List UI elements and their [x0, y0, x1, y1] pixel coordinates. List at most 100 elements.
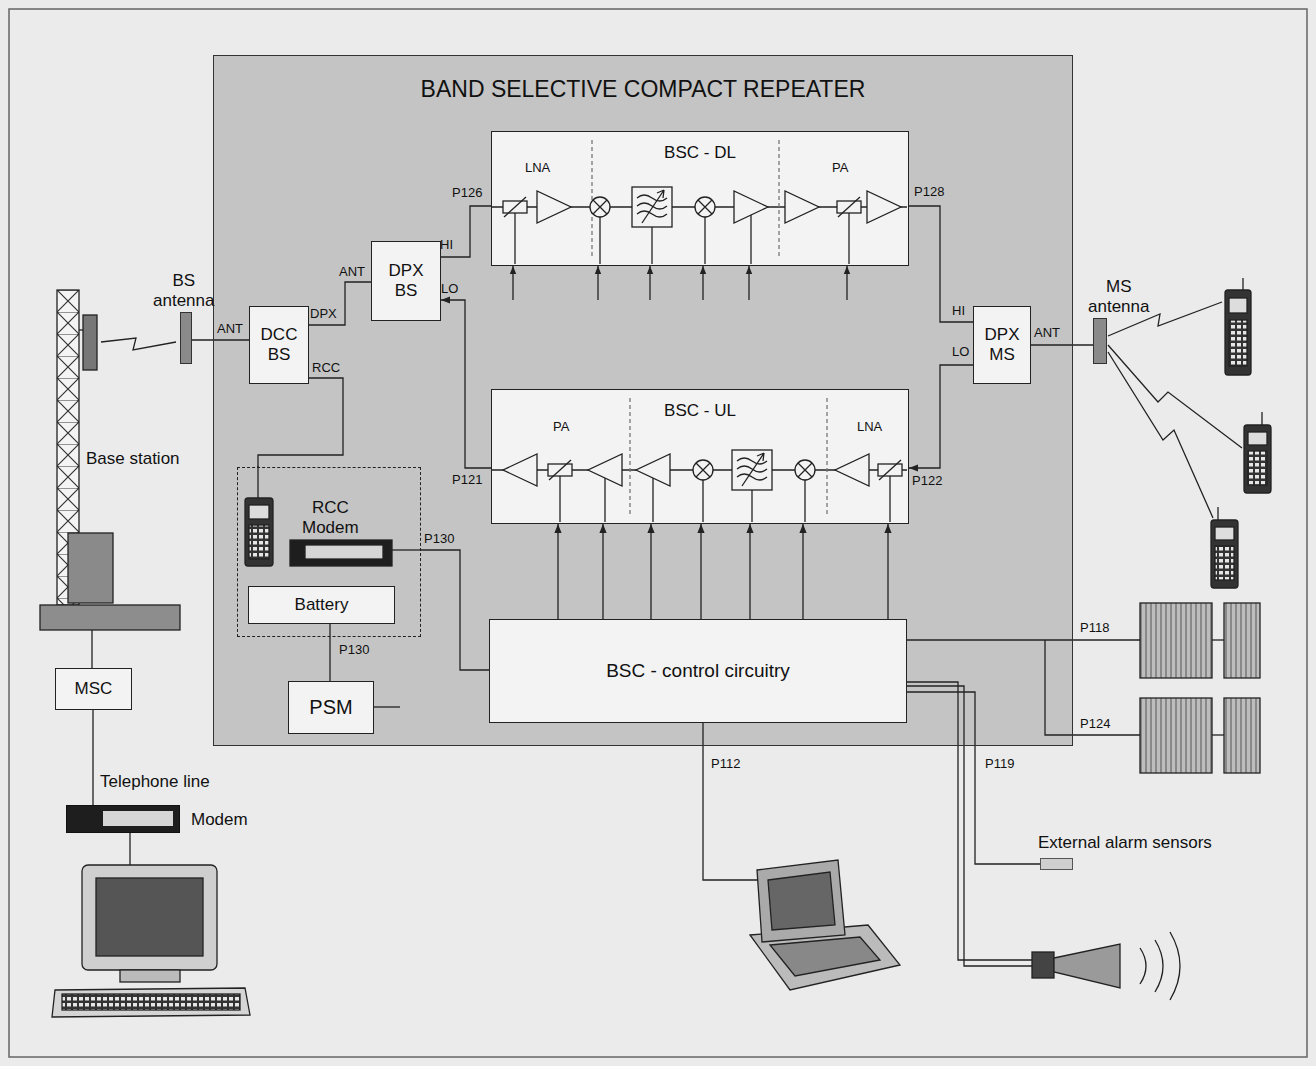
connector: [650, 524, 651, 619]
mobile-phones: [1108, 278, 1271, 588]
extension-racks: [1212, 639, 1224, 640]
port-number: P122: [912, 474, 942, 489]
alarm-horn: [906, 686, 1032, 966]
module-title: BSC - DL: [664, 143, 736, 163]
modem: Modem: [66, 805, 180, 833]
mobile-phones: [1217, 507, 1218, 520]
extension-racks: [906, 639, 1140, 640]
circuit-symbol: [698, 200, 712, 214]
text-label: LO: [952, 345, 969, 360]
port-number: P128: [914, 185, 944, 200]
circuit-symbol: [503, 454, 537, 486]
circuit-symbol: [559, 470, 560, 522]
port-number: P119: [985, 757, 1014, 772]
box-label: External alarm sensors: [1038, 833, 1212, 853]
connector: [441, 206, 491, 257]
mobile-phones: [1215, 527, 1234, 540]
circuit-symbol: [591, 140, 592, 256]
connector: [92, 710, 93, 805]
base-station-tower: [40, 290, 180, 668]
computer: [52, 988, 250, 1017]
extension-racks: [906, 603, 1260, 773]
mobile-phones: [1225, 290, 1251, 375]
text-label: RCC: [312, 361, 340, 376]
port-number: P124: [1080, 717, 1110, 732]
circuit-symbol: [549, 460, 571, 480]
circuit-symbol: [695, 197, 715, 217]
housing-title: BAND SELECTIVE COMPACT REPEATER: [421, 76, 866, 102]
connector: [907, 692, 1040, 864]
page-frame: [9, 9, 1307, 1057]
alarm-horn: [906, 682, 1032, 960]
power-supply-box: PSM: [288, 681, 374, 734]
mobile-phones: [1248, 432, 1267, 445]
circuit-symbol: [835, 454, 869, 486]
circuit-symbol: [629, 398, 630, 514]
box-label: Battery: [295, 595, 349, 615]
circuit-symbol: [737, 458, 767, 464]
mobile-phones: [1244, 425, 1271, 493]
circuit-symbol: [693, 460, 713, 480]
rcc-modem-icons: [249, 525, 269, 559]
base-station-tower: [40, 605, 180, 630]
computer: [96, 878, 203, 956]
circuit-symbol: [514, 207, 515, 264]
mobile-phones: [1215, 546, 1234, 580]
downlink-control-arrows: [748, 266, 749, 300]
rcc-modem-icons: [305, 545, 383, 559]
laptop: [768, 872, 835, 930]
connector: [421, 550, 489, 670]
extension-racks: [1140, 698, 1212, 773]
downlink-control-arrows: [702, 266, 703, 300]
circuit-symbol: [732, 450, 772, 490]
text-label: HI: [952, 304, 965, 319]
connector: [258, 378, 343, 467]
downlink-control-arrows: [597, 266, 598, 300]
port-number: P130: [424, 532, 454, 547]
rcc-modem-icons: [392, 549, 420, 550]
circuit-symbol: [632, 187, 672, 227]
text-label: ANT: [339, 265, 365, 280]
downlink-module: BSC - DL: [491, 131, 909, 266]
computer: [120, 970, 180, 982]
box-label: MS antenna: [1088, 277, 1149, 316]
circuit-symbol: [879, 460, 901, 480]
circuit-symbol: [593, 200, 607, 214]
rcc-modem-area: RCC ModemBattery: [237, 467, 421, 637]
circuit-symbol: [798, 463, 812, 477]
box-label: PSM: [309, 696, 352, 719]
alarm-sensor: External alarm sensors: [1040, 858, 1073, 870]
duplexer-box: DPX BS: [371, 241, 441, 321]
circuit-symbol: [742, 453, 764, 486]
circuit-symbol: [734, 191, 768, 223]
housing-fill: [213, 55, 1073, 746]
downlink-control-arrows: [512, 266, 513, 300]
repeater-housing: BAND SELECTIVE COMPACT REPEATER BSC - DL D…: [213, 55, 1073, 746]
page-frame: [9, 9, 1307, 1057]
computer: [62, 994, 240, 1010]
mobile-phones: [1229, 298, 1247, 313]
rcc-modem-icons: [373, 706, 400, 707]
box-label: MSC: [75, 679, 113, 699]
circuit-symbol: [537, 191, 571, 223]
circuit-symbol: [778, 140, 779, 256]
uplink-module: BSC - UL: [491, 389, 909, 524]
port-number: P121: [452, 473, 482, 488]
base-station-tower: [101, 338, 176, 350]
extension-racks: [1224, 603, 1260, 678]
circuit-symbol: [642, 190, 664, 223]
circuit-symbol: [636, 454, 670, 486]
extension-racks: [1140, 603, 1212, 678]
mobile-phones: [1211, 520, 1238, 588]
alarm-horn: [1054, 944, 1120, 988]
mobile-phones: [1108, 352, 1213, 518]
text-label: DPX: [310, 307, 337, 322]
base-station-tower: [68, 533, 113, 603]
circuit-symbol: [826, 398, 827, 514]
circuit-symbol: [637, 211, 667, 217]
text-label: ANT: [217, 322, 243, 337]
text-label: ANT: [1034, 326, 1060, 341]
computer: [129, 833, 130, 865]
circuit-symbol: [795, 460, 815, 480]
text-label: LO: [441, 282, 458, 297]
